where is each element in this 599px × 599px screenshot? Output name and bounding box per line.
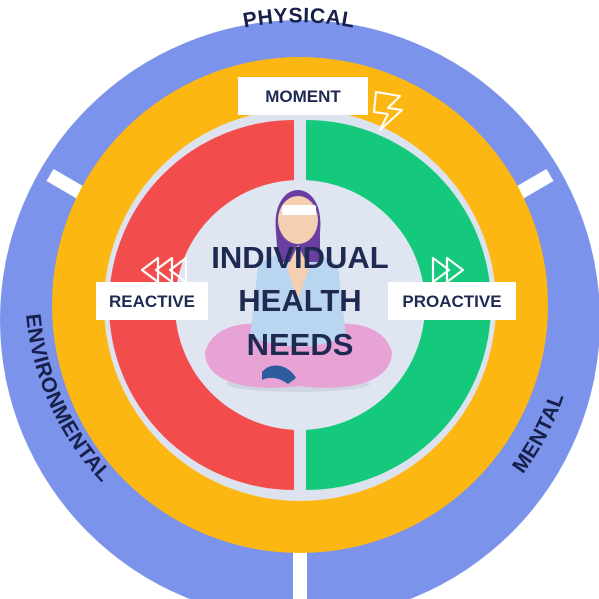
moment-label-box	[238, 77, 368, 115]
lightning-icon	[373, 91, 403, 131]
proactive-label: PROACTIVE	[402, 292, 501, 311]
moment-label: MOMENT	[265, 87, 341, 106]
reactive-label-box	[96, 282, 208, 320]
proactive-label-box	[388, 282, 516, 320]
center-line-1: INDIVIDUAL	[211, 240, 388, 275]
meditating-person-illustration	[205, 190, 392, 392]
center-line-3: NEEDS	[247, 327, 354, 362]
center-line-2: HEALTH	[238, 283, 361, 318]
reactive-label: REACTIVE	[109, 292, 195, 311]
fast-forward-icon	[431, 256, 465, 284]
rewind-icon	[140, 256, 188, 284]
